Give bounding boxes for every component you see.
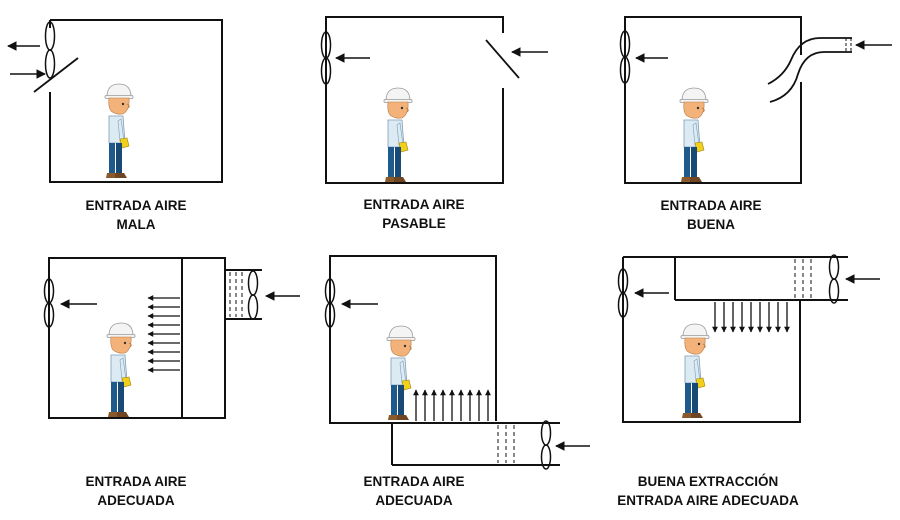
- worker-figure: [106, 322, 136, 418]
- panel-adecuada-piso: [324, 255, 590, 470]
- panel-adecuada-lateral: [43, 257, 300, 419]
- fan-icon: [320, 57, 332, 85]
- panel-buena-extraccion: [617, 254, 880, 423]
- worker-figure: [680, 323, 710, 419]
- worker-figure: [679, 87, 709, 183]
- panel-buena: [619, 16, 892, 184]
- fan-icon: [540, 420, 552, 446]
- worker-figure: [104, 83, 134, 179]
- fan-icon: [828, 278, 840, 304]
- fan-icon: [619, 56, 631, 84]
- fan-icon: [43, 302, 55, 328]
- panel-pasable: [320, 16, 548, 184]
- panel-mala: [7, 19, 223, 183]
- fan-icon: [324, 302, 336, 328]
- worker-figure: [386, 325, 416, 421]
- worker-figure: [383, 87, 413, 183]
- fan-icon: [44, 49, 56, 79]
- fan-icon: [617, 292, 629, 318]
- fan-icon: [540, 444, 552, 470]
- fan-icon: [828, 254, 840, 280]
- fan-icon: [247, 270, 259, 296]
- fan-icon: [247, 294, 259, 320]
